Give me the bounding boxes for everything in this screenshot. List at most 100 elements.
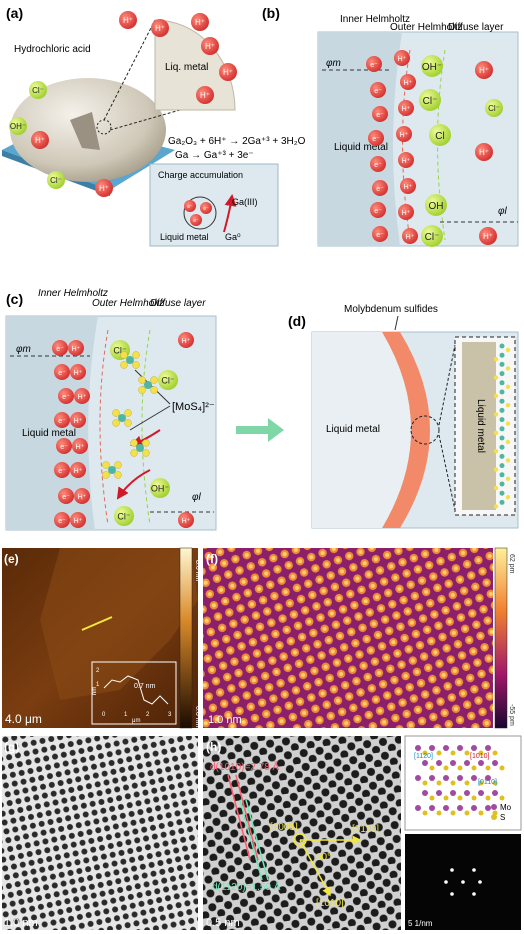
chloride-ion-label: Cl⁻ [117,512,130,522]
afm-cbar-bottom: 0.0 nm [194,706,201,728]
hydroxide-ion-label: OH [429,201,444,212]
model-mo-atom [443,775,449,781]
chloride-ion-label: Cl⁻ [423,96,438,107]
afm-step: 0.7 nm [134,683,156,690]
model-s-atom [499,765,505,771]
chloride-ion [429,124,451,146]
panel-c-ions: e⁻e⁻e⁻e⁻e⁻e⁻e⁻e⁻H⁺H⁺H⁺H⁺H⁺H⁺H⁺H⁺Cl⁻Cl⁻OH… [52,332,194,528]
electron [370,82,386,98]
model-s-atom [499,795,505,801]
fft-spot [444,880,448,884]
s-atom [102,471,110,479]
model-s-atom [485,795,491,801]
electron [54,512,70,528]
s-atom [150,386,158,394]
zoom-line-1 [103,19,156,121]
hrtem-image [203,736,401,930]
hydroxide-ion [425,194,447,216]
mo-legend: Mo [500,803,512,812]
lattice-atoms [415,745,505,816]
electron-label: e⁻ [370,62,378,69]
angle-label: 60° [316,852,331,863]
model-mo-atom [450,760,456,766]
h-ion [74,488,90,504]
h-ion-label: H⁺ [205,42,215,51]
model-s-atom [485,765,491,771]
h-ion-label: H⁺ [402,158,411,165]
electron-label: e⁻ [376,186,384,193]
electron-label: e⁻ [203,206,209,212]
liquid-metal-c: Liquid metal [22,428,76,439]
electron-label: e⁻ [376,232,384,239]
chain-mo-atom [499,417,505,423]
chain-s-atom [493,504,499,509]
ihp-line-b [402,49,411,241]
diffuse-layer-b: Diffuse layer [448,22,504,33]
chain-s-atom [493,412,499,417]
chain-s-atom [505,458,511,463]
d-spacing-2: d(1120)=1.59 Å [212,880,281,893]
electron-label: e⁻ [193,218,199,224]
chain-s-atom [505,384,511,389]
molybdenum-label: Molybdenum sulfides [344,304,438,315]
h-ion [70,412,86,428]
hydroxide-ion-label: OH⁻ [10,122,26,131]
mos4-clusters [102,351,158,479]
direction-2: [0110] [352,824,379,835]
model-mo-atom [464,760,470,766]
h-ion [178,332,194,348]
h-ion [402,228,418,244]
h-ion-label: H⁺ [182,338,191,345]
phi-l-b: φl [498,206,508,217]
model-mo-atom [443,805,449,811]
h-ion-label: H⁺ [76,444,85,451]
liquid-metal-d: Liquid metal [326,424,380,435]
fft-spot [450,892,454,896]
gaiii-label: Ga(III) [232,197,258,207]
s-atom [130,439,138,447]
chloride-ion-label: Cl⁻ [425,232,440,243]
s-atom [142,439,150,447]
chloride-ion-label: Cl⁻ [488,104,500,113]
s-atom [112,409,120,417]
chain-mo-atom [499,426,505,432]
afm-y-tick: 1 [96,682,100,688]
chloride-ion [485,99,503,117]
chain-s-atom [505,347,511,353]
h-ion-label: H⁺ [404,184,413,191]
mo-atom [126,356,134,364]
zoom-metal-strip [462,342,496,510]
model-mo-atom [422,790,428,796]
hrtem-scale: 0.5 nm [206,917,240,929]
equation-1: Ga₂O₃ + 6H⁺ → 2Ga⁺³ + 3H₂O [168,136,306,147]
afm-inset [91,661,177,725]
model-mo-atom [429,775,435,781]
chloride-ion [114,506,134,526]
h-ion [219,63,237,81]
h-ion-label: H⁺ [74,418,83,425]
chloride-ion-label: Cl⁻ [113,346,126,356]
fft-spots [444,868,482,896]
h-ion-label: H⁺ [78,494,87,501]
chain-s-atom [505,476,511,481]
model-mo-atom [436,790,442,796]
model-s-atom [492,750,498,756]
model-s-atom [457,765,463,771]
fft-scale: 5 1/nm [408,919,433,928]
equation-2: Ga → Ga⁺³ + 3e⁻ [175,150,254,161]
model-dir-3: [0110] [478,779,497,786]
hydroxide-ion-label: OH⁻ [422,62,442,73]
model-s-atom [478,750,484,756]
electron [366,56,382,72]
h-ion [191,13,209,31]
chloride-ion [158,370,178,390]
liquid-metal-d-rot: Liquid metal [475,399,486,453]
model-s-atom [450,810,456,816]
model-s-atom [464,810,470,816]
liq-metal-label: Liq. metal [165,62,208,73]
s-atom [120,351,128,359]
h-ion [394,50,410,66]
outer-helmholtz-b: Outer Helmholtz [390,22,462,33]
model-mo-atom [478,790,484,796]
